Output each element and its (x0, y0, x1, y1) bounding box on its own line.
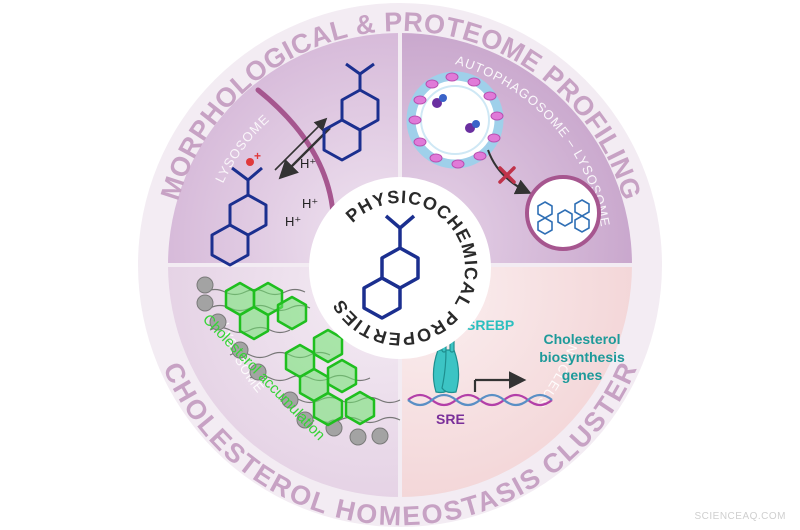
equilibrium-arrow-back (278, 127, 331, 180)
center-molecule (362, 214, 420, 320)
neutral-molecule (322, 62, 380, 162)
proton-label-2: H⁺ (302, 196, 318, 211)
srebp-label: SREBP (466, 317, 514, 333)
cargo-proteins (432, 94, 480, 133)
charge-dot (246, 158, 254, 166)
srebp-illustration: SREBP SRE Cholesterol biosynthesis genes (407, 317, 625, 427)
trapped-molecules (537, 199, 590, 235)
blocked-cross (498, 166, 516, 184)
autophagosome-inner (420, 85, 490, 155)
dna-helix (407, 393, 553, 407)
proton-label-3: H⁺ (285, 214, 301, 229)
cholesterol-accumulation-illustration: Cholesterol accumulation (196, 276, 401, 446)
vesicle-dots (408, 72, 504, 169)
center-disc (309, 177, 491, 359)
genes-label-line3: genes (562, 367, 603, 383)
protonated-molecule (210, 166, 268, 267)
watermark: SCIENCEAQ.COM (694, 511, 786, 522)
genes-label-line1: Cholesterol (543, 331, 620, 347)
genes-label-line2: biosynthesis (539, 349, 625, 365)
sre-label: SRE (436, 411, 465, 427)
autophagosome-illustration (406, 71, 601, 251)
charge-sign: + (254, 149, 261, 163)
proton-label-1: H⁺ (300, 156, 316, 171)
fusion-arrow (487, 149, 532, 195)
